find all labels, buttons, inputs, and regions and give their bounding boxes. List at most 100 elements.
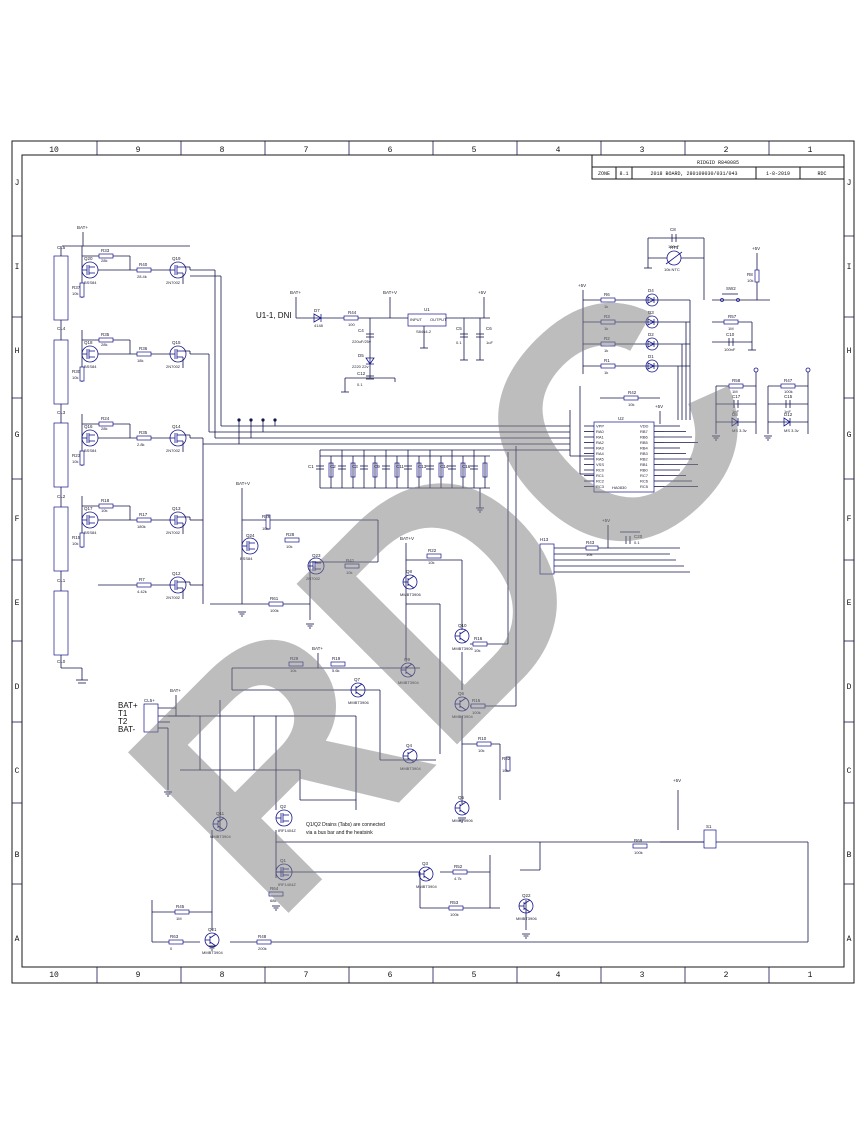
cell-cl5: [53, 255, 69, 321]
c8-ref: C8: [670, 227, 676, 232]
resistor-r23: [79, 450, 85, 466]
zener-0-d-ref: D8: [732, 412, 738, 417]
cell-balance-stages: R3328kQ20BSS84R3710kR4028.4kQ192N7002R35…: [72, 246, 191, 600]
fet-q12: [169, 576, 187, 594]
driver-q-9-type: MMBT3904: [416, 884, 437, 889]
resistor-r7: [136, 582, 152, 588]
driver-r-6-val: 10k: [290, 668, 296, 673]
zone-col-7-top: 7: [304, 146, 309, 155]
conn-t2: T2: [118, 717, 128, 726]
mcu-pin-left-2: RA1: [596, 435, 605, 440]
stage-1-rtop-ref: R35: [101, 332, 110, 337]
bat-plus-driver: BAT+: [312, 646, 323, 651]
stage-2-qbal-ref: Q16: [84, 424, 93, 429]
stage-2-qfet-type: 2N7002: [166, 448, 181, 453]
mcu-pin-left-7: VSS: [596, 462, 604, 467]
regulator-section: U1-1, DNI BAT+ D7 4148 R44 100 BAT+V C4 …: [256, 290, 493, 393]
transistor-q7: [350, 682, 366, 698]
zone-col-6-top: 6: [388, 146, 393, 155]
driver-r-1-ref: R28: [286, 532, 295, 537]
mcu-pin-right-10: RC6: [640, 479, 649, 484]
filter-cap-c14: C14: [440, 464, 449, 469]
driver-r-6-ref: R29: [290, 656, 299, 661]
zone-row-F-left: F: [15, 515, 20, 524]
zone-row-F-right: F: [847, 515, 852, 524]
transistor-q5: [454, 800, 470, 816]
r42-val: 10k: [628, 402, 634, 407]
driver-r-16-val: 200k: [258, 946, 267, 951]
driver-q-1-ref: Q23: [312, 553, 321, 558]
zone-row-C-left: C: [15, 767, 20, 776]
driver-r-5-ref: R19: [332, 656, 341, 661]
zone-col-3-bottom: 3: [640, 971, 645, 980]
c10-ref: C10: [726, 332, 735, 337]
zone-row-C-right: C: [847, 767, 852, 776]
vcc-regulator: +5V: [478, 290, 486, 295]
led-0-r-val: 1k: [604, 304, 608, 309]
led-2-r-val: 1k: [604, 348, 608, 353]
conn-bat-plus: BAT+: [118, 701, 138, 710]
transistor-q22: [518, 898, 534, 914]
zone-row-H-right: H: [847, 347, 852, 356]
zone-col-5-top: 5: [472, 146, 477, 155]
mcu-pin-left-11: RC3: [596, 484, 605, 489]
connector-cl5plus: [143, 703, 159, 733]
fet-q16: [81, 429, 99, 447]
driver-r-12-ref: R52: [454, 864, 463, 869]
driver-q-8-type: MMBT3906: [452, 818, 473, 823]
fet-q15: [169, 345, 187, 363]
driver-q-10-type: MMBT3904: [210, 834, 231, 839]
driver-q-1-type: 2N7002: [306, 576, 321, 581]
fet-q18: [81, 345, 99, 363]
rt1-val: 10k NTC: [664, 267, 680, 272]
resistor-r58: [728, 383, 744, 389]
led-d4: [645, 293, 659, 307]
resistor-r19: [330, 661, 346, 667]
c12-val: 0.1: [357, 382, 363, 387]
header-h13: [539, 543, 555, 575]
driver-q-2-ref: Q8: [406, 569, 413, 574]
driver-r-4-ref: R22: [428, 548, 437, 553]
r44-val: 100: [348, 322, 355, 327]
bat-plus-label-top: BAT+: [77, 225, 88, 230]
zone-row-labels-left: J I H G F E D C B A: [15, 179, 20, 944]
stage-2-rbot-val: 10k: [72, 459, 78, 464]
d7-val: 4148: [314, 323, 324, 328]
mcu-pin-right-3: RB5: [640, 440, 649, 445]
c12-ref: C12: [357, 371, 366, 376]
led-1-d-ref: D3: [648, 310, 654, 315]
resistor-r43: [585, 545, 599, 551]
c20-ref: C20: [634, 534, 643, 539]
zener-1-d-ref: D12: [784, 412, 793, 417]
stage-3-rmid-val: 180k: [137, 524, 146, 529]
resistor-r3: [600, 319, 616, 325]
cell-cl2: [53, 506, 69, 572]
stage-1-qbal-ref: Q18: [84, 340, 93, 345]
filter-cap-c16: C16: [462, 464, 471, 469]
bat-plus-v-regulator: BAT+V: [383, 290, 397, 295]
driver-q-12-type: MMBT3906: [516, 916, 537, 921]
stage-2-qbal-type: BSS84: [84, 448, 97, 453]
resistor-r16: [472, 641, 488, 647]
driver-q-11-type: MMBT3904: [202, 950, 223, 955]
zone-row-labels-right: J I H G F E D C B A: [847, 179, 852, 944]
resistor-r8: [754, 269, 760, 283]
d7-ref: D7: [314, 308, 320, 313]
stage-2-qfet-ref: Q14: [172, 424, 181, 429]
driver-r-0-val: 10k: [262, 526, 268, 531]
driver-q-9-ref: Q3: [422, 861, 429, 866]
title-drawn-by: RDC: [817, 171, 826, 177]
resistor-r6: [600, 297, 616, 303]
driver-r-11-val: 100k: [450, 912, 459, 917]
title-description: 2018 BOARD, 280109030/031/043: [650, 171, 737, 177]
programming-header: H13 R43 10k +5V C20 0.1: [539, 518, 690, 575]
mcu-pin-left-0: VPP: [596, 424, 604, 429]
driver-r-15-val: 0: [170, 946, 173, 951]
mcu-pin-right-6: RB2: [640, 457, 649, 462]
stage-0-rtop-ref: R33: [101, 248, 110, 253]
zone-col-1-top: 1: [808, 146, 813, 155]
driver-r-17-val: 100k: [634, 850, 643, 855]
resistor-r53: [448, 905, 464, 911]
driver-r-8-ref: R15: [472, 698, 481, 703]
cell-cl1: [53, 590, 69, 656]
